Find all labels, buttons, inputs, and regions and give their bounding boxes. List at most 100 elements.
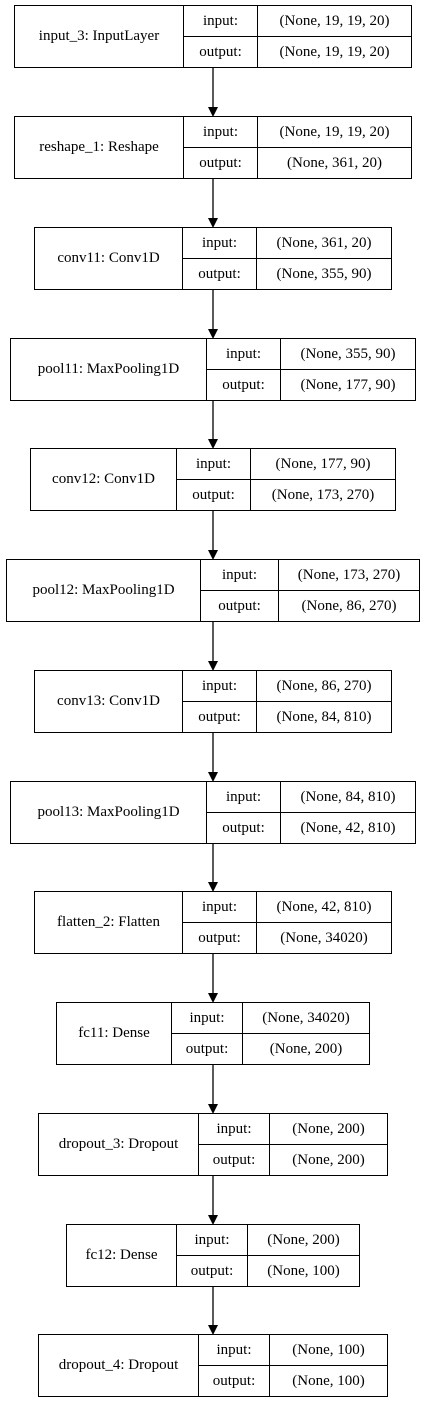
input-shape: (None, 19, 19, 20) xyxy=(279,12,390,29)
input-shape: (None, 177, 90) xyxy=(275,455,371,472)
layer-name: conv11: Conv1D xyxy=(35,228,183,289)
layer-name: conv13: Conv1D xyxy=(35,671,183,732)
layer-name: pool11: MaxPooling1D xyxy=(11,339,207,400)
input-shape: (None, 361, 20) xyxy=(276,234,372,251)
output-shape: (None, 355, 90) xyxy=(276,265,372,282)
output-shape: (None, 361, 20) xyxy=(287,154,382,171)
input-shape: (None, 200) xyxy=(292,1120,365,1137)
input-row: input: (None, 100) xyxy=(199,1335,387,1365)
layer-shapes: input:(None, 361, 20)output:(None, 355, … xyxy=(183,228,391,289)
output-shape: (None, 100) xyxy=(292,1372,365,1389)
output-label: output: xyxy=(199,1366,270,1396)
output-shape: (None, 100) xyxy=(267,1262,340,1279)
input-label: input: xyxy=(199,1335,270,1365)
layer-shapes: input:(None, 200)output:(None, 100) xyxy=(177,1225,359,1286)
input-label: input: xyxy=(184,117,258,147)
output-shape: (None, 42, 810) xyxy=(300,819,396,836)
output-label: output: xyxy=(199,1145,270,1175)
input-row: input: (None, 19, 19, 20) xyxy=(184,6,411,36)
output-label: output: xyxy=(201,591,279,621)
input-label: input: xyxy=(177,449,251,479)
input-shape: (None, 173, 270) xyxy=(297,566,401,583)
input-shape: (None, 84, 810) xyxy=(300,788,396,805)
output-row: output: (None, 173, 270) xyxy=(177,479,395,510)
layer-shapes: input: (None, 34020) output: (None, 200) xyxy=(172,1003,369,1064)
output-shape: (None, 177, 90) xyxy=(300,376,396,393)
output-label: output: xyxy=(177,480,251,510)
output-shape: (None, 84, 810) xyxy=(276,708,372,725)
output-shape: (None, 200) xyxy=(269,1040,343,1057)
layer-shapes: input: (None, 19, 19, 20) output: (None, 36… xyxy=(184,117,411,178)
input-shape: (None, 34020) xyxy=(262,1009,350,1026)
input-shape: (None, 86, 270) xyxy=(276,677,372,694)
output-row: output: (None, 200) xyxy=(199,1144,387,1175)
input-label: input: xyxy=(201,560,279,590)
layer-name: conv12: Conv1D xyxy=(31,449,177,510)
output-shape: (None, 173, 270) xyxy=(271,486,375,503)
input-label: input: xyxy=(183,228,257,258)
layer-shapes: input: (None, 84, 810) output: (None, 42, 8… xyxy=(207,782,415,843)
output-label: output: xyxy=(183,702,257,732)
layer-shapes: input: (None, 19, 19, 20) output: (None, 19… xyxy=(184,6,411,67)
layer-shapes: input: (None, 177, 90) output: (None, 173, … xyxy=(177,449,395,510)
layer-name: fc12: Dense xyxy=(67,1225,177,1286)
output-row: output: (None, 86, 270) xyxy=(201,590,419,621)
output-label: output: xyxy=(184,148,258,178)
input-label: input: xyxy=(184,6,258,36)
output-row: output: (None, 19, 19, 20) xyxy=(184,36,411,67)
output-label: output: xyxy=(184,37,258,67)
input-shape: (None, 19, 19, 20) xyxy=(279,123,390,140)
input-label: input: xyxy=(207,339,281,369)
layer-shapes: input: (None, 100) output: (None, 100) xyxy=(199,1335,387,1396)
input-row: input: (None, 177, 90) xyxy=(177,449,395,479)
output-row: output: (None, 34020) xyxy=(183,922,391,953)
output-shape: (None, 34020) xyxy=(280,929,368,946)
layer-name: reshape_1: Reshape xyxy=(15,117,184,178)
layer-name: dropout_4: Dropout xyxy=(39,1335,199,1396)
layer-shapes: input:(None, 42, 810)output:(None, 34020… xyxy=(183,892,391,953)
output-label: output: xyxy=(172,1034,243,1064)
input-shape: (None, 355, 90) xyxy=(300,345,396,362)
input-shape: (None, 200) xyxy=(267,1231,340,1248)
output-row: output:(None, 100) xyxy=(177,1255,359,1286)
output-label: output: xyxy=(207,813,281,843)
layer-name: input_3: InputLayer xyxy=(15,6,184,67)
layer-shapes: input: (None, 355, 90) output: (None, 177, … xyxy=(207,339,415,400)
output-shape: (None, 200) xyxy=(292,1151,365,1168)
output-row: output: (None, 361, 20) xyxy=(184,147,411,178)
input-label: input: xyxy=(199,1114,270,1144)
output-row: output: (None, 42, 810) xyxy=(207,812,415,843)
input-label: input: xyxy=(207,782,281,812)
output-row: output: (None, 84, 810) xyxy=(183,701,391,732)
output-label: output: xyxy=(183,923,257,953)
layer-shapes: input: (None, 200) output: (None, 200) xyxy=(199,1114,387,1175)
input-row: input: (None, 19, 19, 20) xyxy=(184,117,411,147)
input-row: input: (None, 173, 270) xyxy=(201,560,419,590)
output-shape: (None, 19, 19, 20) xyxy=(279,43,390,60)
input-row: input: (None, 200) xyxy=(199,1114,387,1144)
input-row: input: (None, 84, 810) xyxy=(207,782,415,812)
layer-name: pool12: MaxPooling1D xyxy=(7,560,201,621)
output-shape: (None, 86, 270) xyxy=(301,597,397,614)
input-label: input: xyxy=(172,1003,243,1033)
input-shape: (None, 100) xyxy=(292,1341,365,1358)
output-label: output: xyxy=(207,370,281,400)
layer-name: fc11: Dense xyxy=(57,1003,172,1064)
input-row: input: (None, 355, 90) xyxy=(207,339,415,369)
output-row: output: (None, 100) xyxy=(199,1365,387,1396)
input-row: input: (None, 361, 20) xyxy=(183,228,391,258)
